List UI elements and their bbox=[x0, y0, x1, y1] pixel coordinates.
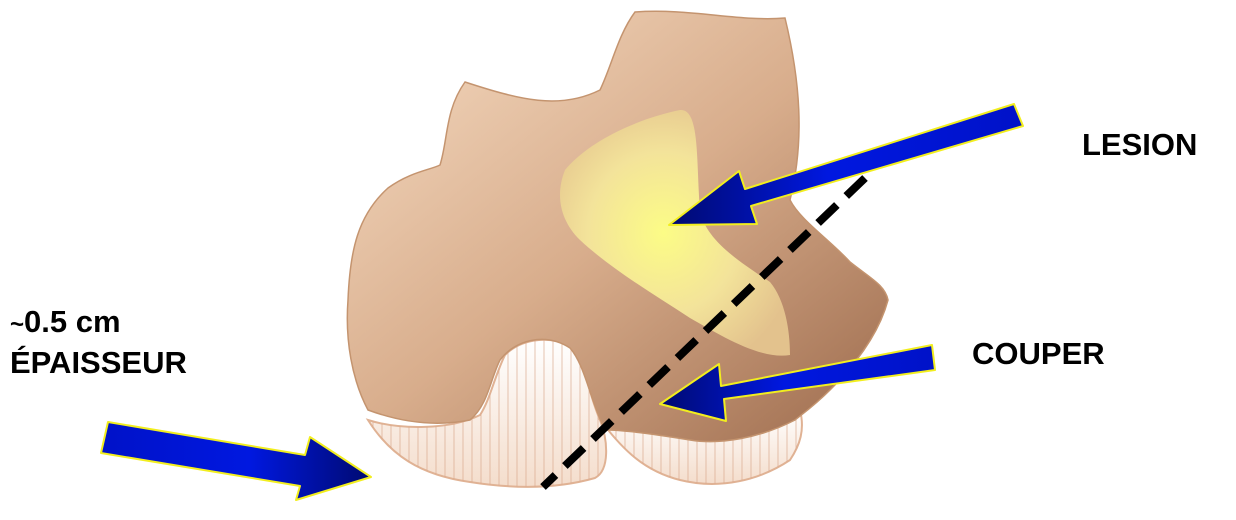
thickness-label: ~0.5 cm ÉPAISSEUR bbox=[10, 303, 187, 382]
thickness-amount: 0.5 cm bbox=[24, 304, 121, 339]
lesion-label: LESION bbox=[1082, 126, 1197, 164]
approx-symbol: ~ bbox=[10, 311, 24, 338]
thickness-word: ÉPAISSEUR bbox=[10, 344, 187, 382]
arrow-to-thickness-icon bbox=[101, 422, 371, 500]
cut-label: COUPER bbox=[972, 335, 1105, 373]
thickness-value: ~0.5 cm bbox=[10, 303, 187, 344]
